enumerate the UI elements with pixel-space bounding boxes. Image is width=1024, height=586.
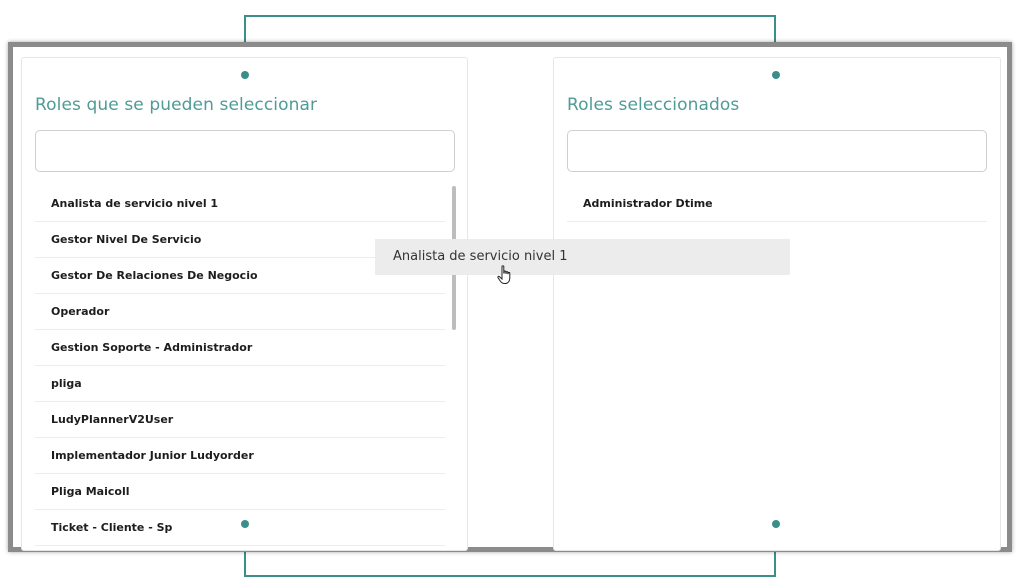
role-list-item[interactable]: Gestor Nivel De Servicio <box>35 222 445 258</box>
connector-dot <box>241 71 249 79</box>
role-picker-frame: Roles que se pueden seleccionar Analista… <box>8 42 1012 552</box>
hand-pointer-icon <box>497 265 511 284</box>
role-list-item[interactable]: Pliga Maicoll <box>35 474 445 510</box>
role-list-item[interactable]: Gestion Soporte - Administrador <box>35 330 445 366</box>
connector-dot <box>772 71 780 79</box>
connector-dot <box>772 520 780 528</box>
available-roles-panel: Roles que se pueden seleccionar Analista… <box>21 57 468 551</box>
selected-roles-search-input[interactable] <box>567 130 987 172</box>
available-roles-list: Analista de servicio nivel 1 Gestor Nive… <box>35 186 445 546</box>
role-list-item[interactable]: Operador <box>35 294 445 330</box>
role-list-item[interactable]: Gestor De Relaciones De Negocio <box>35 258 445 294</box>
role-list-item[interactable]: LudyPlannerV2User <box>35 402 445 438</box>
selected-role-list-item[interactable]: Administrador Dtime <box>567 186 987 222</box>
available-roles-search-input[interactable] <box>35 130 455 172</box>
role-list-item[interactable]: Analista de servicio nivel 1 <box>35 186 445 222</box>
role-list-item[interactable]: pliga <box>35 366 445 402</box>
available-roles-scrollbar[interactable] <box>452 186 458 532</box>
selected-roles-panel: Roles seleccionados Administrador Dtime <box>553 57 1001 551</box>
drag-ghost-item: Analista de servicio nivel 1 <box>375 239 790 275</box>
selected-roles-title: Roles seleccionados <box>567 95 740 115</box>
connector-dot <box>241 520 249 528</box>
selected-roles-list: Administrador Dtime <box>567 186 987 222</box>
available-roles-title: Roles que se pueden seleccionar <box>35 95 318 115</box>
role-list-item[interactable]: Ticket - Cliente - Sp <box>35 510 445 546</box>
role-list-item[interactable]: Implementador Junior Ludyorder <box>35 438 445 474</box>
